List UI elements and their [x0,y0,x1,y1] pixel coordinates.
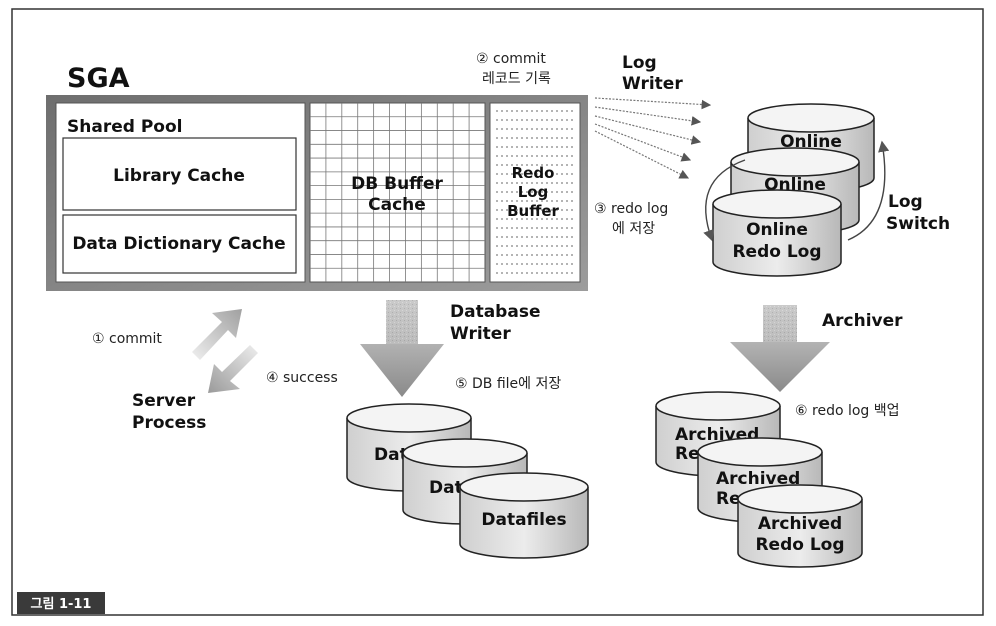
library-cache-box [62,137,297,211]
figure-label-box [17,592,105,614]
commit-arrow [192,309,242,360]
online-log-front-label-2: Redo Log [732,242,821,262]
redo-log-buffer-label-1: Redo [512,164,555,182]
log-writer-label-2: Writer [622,74,683,94]
database-writer-funnel [360,300,444,397]
library-cache-label: Library Cache [113,166,245,186]
log-switch-label-2: Switch [886,214,950,234]
figure-label: 그림 1-11 [31,597,92,612]
log-writer-arrows [594,97,712,179]
datafile-front [459,472,589,559]
database-writer-label-1: Database [450,302,540,322]
step6-label: ⑥ redo log 백업 [795,403,900,419]
redo-log-buffer-box [489,102,581,283]
archived-log-back-label-2: Re [675,444,700,464]
server-process-label-1: Server [132,391,196,411]
database-writer-label-2: Writer [450,324,511,344]
datafile-front-label: Datafiles [481,510,566,530]
sga-title: SGA [67,63,130,94]
success-arrow [208,345,258,393]
log-switch-arrows [703,140,890,242]
archived-log-middle-label-2: Re [716,489,741,509]
step5-label: ⑤ DB file에 저장 [455,376,561,392]
datafile-back-label: Dat [374,445,408,465]
db-buffer-cache-label-2: Cache [368,195,426,215]
shared-pool-label: Shared Pool [67,117,182,137]
archived-log-front-label-1: Archived [758,514,842,534]
online-log-back-label: Online [780,132,842,152]
figure-frame [11,8,984,616]
log-switch-label-1: Log [888,192,923,212]
online-log-front [712,189,842,277]
archiver-label: Archiver [822,311,903,331]
step4-label: ④ success [266,370,338,386]
data-dictionary-cache-box [62,214,297,274]
archived-log-front-label-2: Redo Log [755,535,844,555]
step3-label-1: ③ redo log [594,201,668,217]
redo-log-buffer-label-3: Buffer [507,202,559,220]
step3-label-2: 에 저장 [612,221,655,237]
server-process-label-2: Process [132,413,206,433]
step2-label-1: ② commit [476,51,546,67]
archived-log-front [737,484,863,568]
log-writer-label-1: Log [622,53,657,73]
step2-label-2: 레코드 기록 [482,71,551,87]
data-dictionary-cache-label: Data Dictionary Cache [72,234,285,254]
archiver-funnel [730,305,830,392]
db-buffer-cache-label-1: DB Buffer [351,174,443,194]
archived-log-middle-label-1: Archived [716,469,800,489]
redo-log-buffer-label-2: Log [518,183,549,201]
online-log-front-label-1: Online [746,220,808,240]
datafile-middle-label: Dat [429,478,463,498]
step1-label: ① commit [92,331,162,347]
db-buffer-cache-grid [309,102,486,283]
